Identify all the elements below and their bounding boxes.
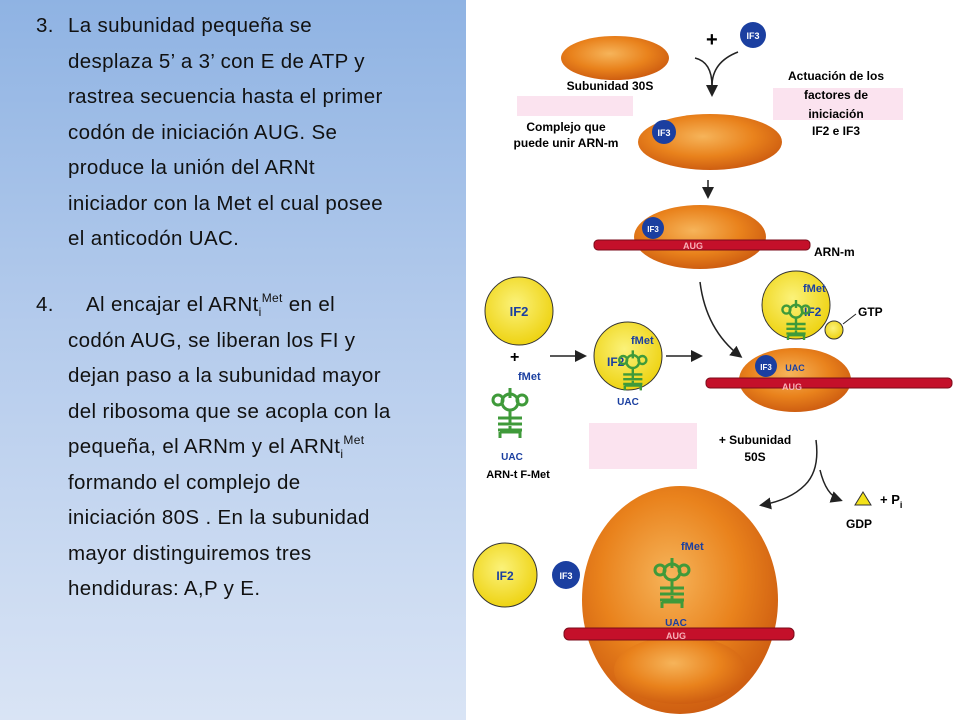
- pi-label: + Pi: [880, 492, 902, 510]
- ribosome-on-mrna: [634, 205, 766, 269]
- if3-label: IF3: [746, 31, 759, 41]
- factors-label: iniciación: [808, 107, 863, 121]
- subunit-50s-label: + Subunidad: [719, 433, 791, 447]
- join-arrow: [694, 51, 739, 87]
- if3-released: [552, 561, 580, 589]
- if3-label: IF3: [559, 571, 572, 581]
- label-bg: [589, 423, 697, 469]
- ribosome-30s-bottom: [614, 636, 746, 704]
- mrna-strand: [593, 239, 811, 251]
- factors-label: IF2 e IF3: [812, 124, 860, 138]
- fmet-label: fMet: [518, 371, 541, 383]
- join-arrow: [759, 439, 818, 510]
- gdp-label: GDP: [846, 517, 872, 531]
- if2-label: IF2: [804, 305, 822, 319]
- if2-label: IF2: [496, 569, 514, 583]
- label-bg: [773, 88, 903, 120]
- label-bg: [517, 96, 633, 116]
- aug-codon: AUG: [683, 241, 703, 251]
- step-4-line: Al encajar el ARNtiMet en el: [86, 291, 335, 319]
- initiation-figure: + IF3 Subunidad 30S Actuación de los fac…: [466, 0, 960, 720]
- if3-label: IF3: [647, 225, 659, 234]
- if2-factor: [484, 276, 554, 346]
- complex-label: puede unir ARN-m: [514, 136, 619, 150]
- plus-sign: +: [706, 29, 718, 51]
- mrna-label: ARN-m: [814, 245, 855, 259]
- fmet-label: fMet: [803, 283, 826, 295]
- text-panel: 3. La subunidad pequeña se desplaza 5’ a…: [0, 0, 466, 720]
- step-4-line: formando el complejo de: [68, 470, 301, 494]
- step-3-line: iniciador con la Met el cual posee: [68, 191, 384, 215]
- gtp-molecule: [824, 320, 844, 340]
- uac-label: UAC: [665, 618, 687, 629]
- step-3-line: La subunidad pequeña se: [68, 14, 313, 37]
- initiation-diagram: + IF3 Subunidad 30S Actuación de los fac…: [472, 22, 953, 714]
- pi-triangle: [854, 491, 872, 506]
- aug-codon: AUG: [666, 631, 686, 641]
- if3-label: IF3: [657, 128, 670, 138]
- gtp-label: GTP: [858, 305, 883, 319]
- fmet-label: fMet: [631, 335, 654, 347]
- step-4-line: mayor distinguiremos tres: [68, 541, 312, 565]
- step-4-line: iniciación 80S . En la subunidad: [68, 506, 370, 529]
- factors-label: Actuación de los: [788, 69, 884, 83]
- uac-label: UAC: [785, 363, 805, 373]
- subunit-30s-label: Subunidad 30S: [567, 79, 654, 93]
- uac-label: UAC: [501, 452, 523, 463]
- if3-label: IF3: [760, 363, 772, 372]
- aug-codon: AUG: [782, 382, 802, 392]
- plus-sign: +: [510, 349, 519, 366]
- step-4-number: 4.: [36, 293, 54, 316]
- step-3-line: el anticodón UAC.: [68, 227, 240, 250]
- step-arrow: [699, 281, 743, 358]
- step-4-line: hendiduras: A,P y E.: [68, 577, 261, 600]
- step-3-line: produce la unión del ARNt: [68, 156, 315, 179]
- step-3-number: 3.: [36, 14, 54, 37]
- factors-label: factores de: [804, 88, 868, 102]
- mrna-strand: [563, 627, 795, 641]
- subunit-50s-label: 50S: [744, 450, 765, 464]
- if3-factor: [740, 22, 766, 48]
- if2-released: [472, 542, 538, 608]
- mrna-strand: [705, 377, 953, 389]
- ribosome-30s: [561, 36, 669, 80]
- complex-label: Complejo que: [526, 120, 606, 134]
- step-4-line: pequeña, el ARNm y el ARNtiMet: [68, 433, 365, 461]
- release-arrow: [819, 469, 843, 503]
- step-3-line: rastrea secuencia hasta el primer: [68, 85, 383, 108]
- step-4-line: codón AUG, se liberan los FI y: [68, 328, 356, 352]
- trna-molecule: [491, 386, 529, 440]
- step-4-line: dejan paso a la subunidad mayor: [68, 364, 381, 387]
- step-4-line: del ribosoma que se acopla con la: [68, 399, 391, 423]
- fmet-label: fMet: [681, 541, 704, 553]
- trna-label: ARN-t F-Met: [486, 469, 550, 481]
- step-3-line: codón de iniciación AUG. Se: [68, 120, 338, 144]
- if2-label: IF2: [510, 304, 529, 319]
- step-3-line: desplaza 5’ a 3’ con E de ATP y: [68, 49, 365, 73]
- uac-label: UAC: [617, 397, 639, 408]
